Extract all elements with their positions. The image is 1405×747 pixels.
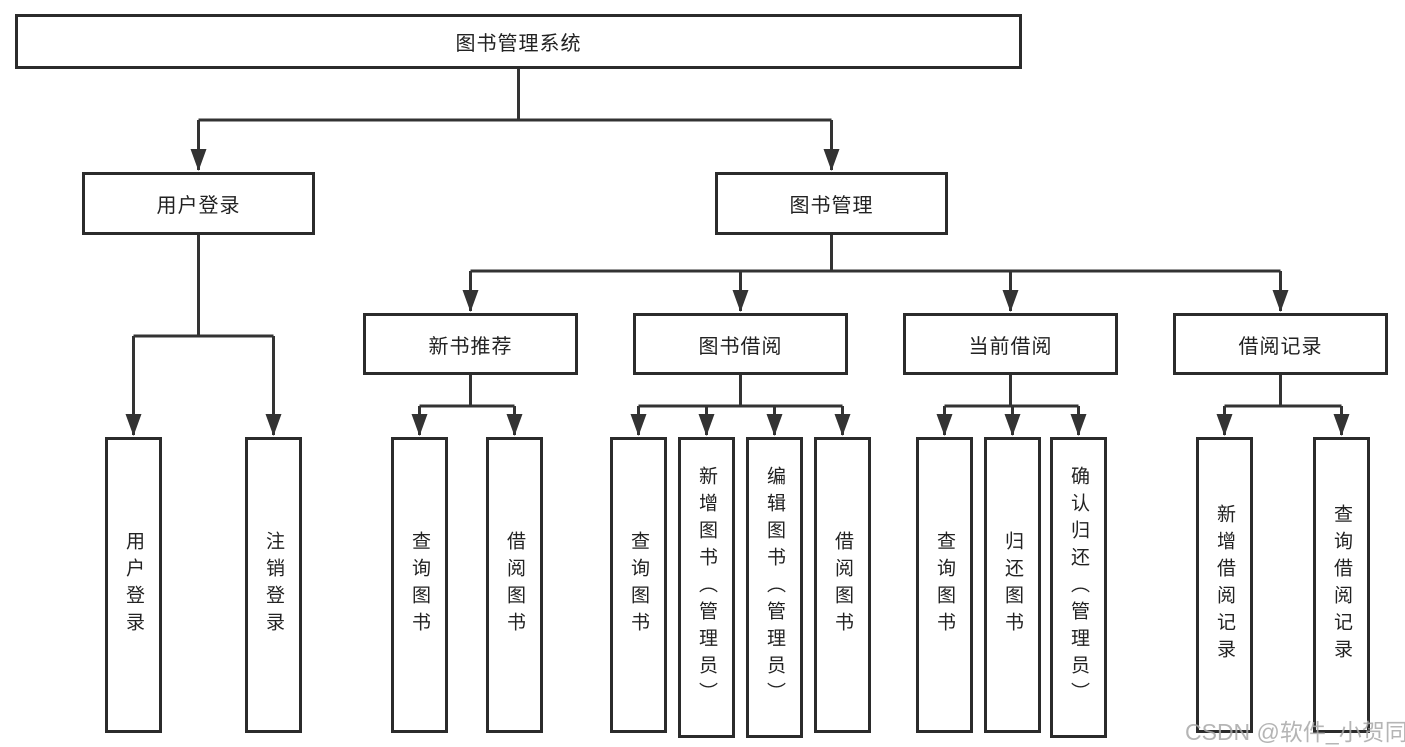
leaf-return-book: 归还图书 (984, 437, 1041, 733)
leaf-confirm-return-admin: 确认归还（管理员） (1050, 437, 1107, 738)
leaf-edit-book-admin: 编辑图书（管理员） (746, 437, 803, 738)
node-label: 查询图书 (409, 531, 430, 639)
node-label: 归还图书 (1002, 531, 1023, 639)
node-book-management: 图书管理 (715, 172, 948, 235)
node-label: 编辑图书（管理员） (764, 466, 785, 709)
leaf-query-books-current: 查询图书 (916, 437, 973, 733)
leaf-query-borrow-record: 查询借阅记录 (1313, 437, 1370, 733)
leaf-logout: 注销登录 (245, 437, 302, 733)
watermark: CSDN @软件_小贺同学 (1185, 719, 1405, 745)
node-label: 注销登录 (263, 531, 284, 639)
node-label: 图书借阅 (698, 335, 783, 358)
leaf-add-book-admin: 新增图书（管理员） (678, 437, 735, 738)
node-label: 图书管理 (789, 195, 874, 217)
node-label: 借阅图书 (832, 531, 853, 639)
node-user-login: 用户登录 (82, 172, 315, 235)
node-label: 当前借阅 (968, 335, 1053, 358)
leaf-borrow-books-recommend: 借阅图书 (486, 437, 543, 733)
node-new-book-recommend: 新书推荐 (363, 313, 578, 375)
node-label: 图书管理系统 (455, 33, 582, 55)
node-label: 确认归还（管理员） (1068, 466, 1089, 709)
node-label: 用户登录 (156, 195, 241, 217)
node-library-system: 图书管理系统 (15, 14, 1022, 69)
node-label: 新增图书（管理员） (696, 466, 717, 709)
node-label: 查询借阅记录 (1331, 504, 1352, 666)
node-label: 用户登录 (123, 531, 144, 639)
node-label: 查询图书 (934, 531, 955, 639)
node-label: 借阅记录 (1238, 335, 1323, 358)
node-label: 查询图书 (628, 531, 649, 639)
node-book-borrow: 图书借阅 (633, 313, 848, 375)
leaf-borrow-books-borrow: 借阅图书 (814, 437, 871, 733)
leaf-query-books-recommend: 查询图书 (391, 437, 448, 733)
node-borrow-records: 借阅记录 (1173, 313, 1388, 375)
leaf-user-login: 用户登录 (105, 437, 162, 733)
node-label: 借阅图书 (504, 531, 525, 639)
node-current-borrow: 当前借阅 (903, 313, 1118, 375)
leaf-add-borrow-record: 新增借阅记录 (1196, 437, 1253, 733)
node-label: 新书推荐 (428, 335, 513, 358)
leaf-query-books-borrow: 查询图书 (610, 437, 667, 733)
node-label: 新增借阅记录 (1214, 504, 1235, 666)
